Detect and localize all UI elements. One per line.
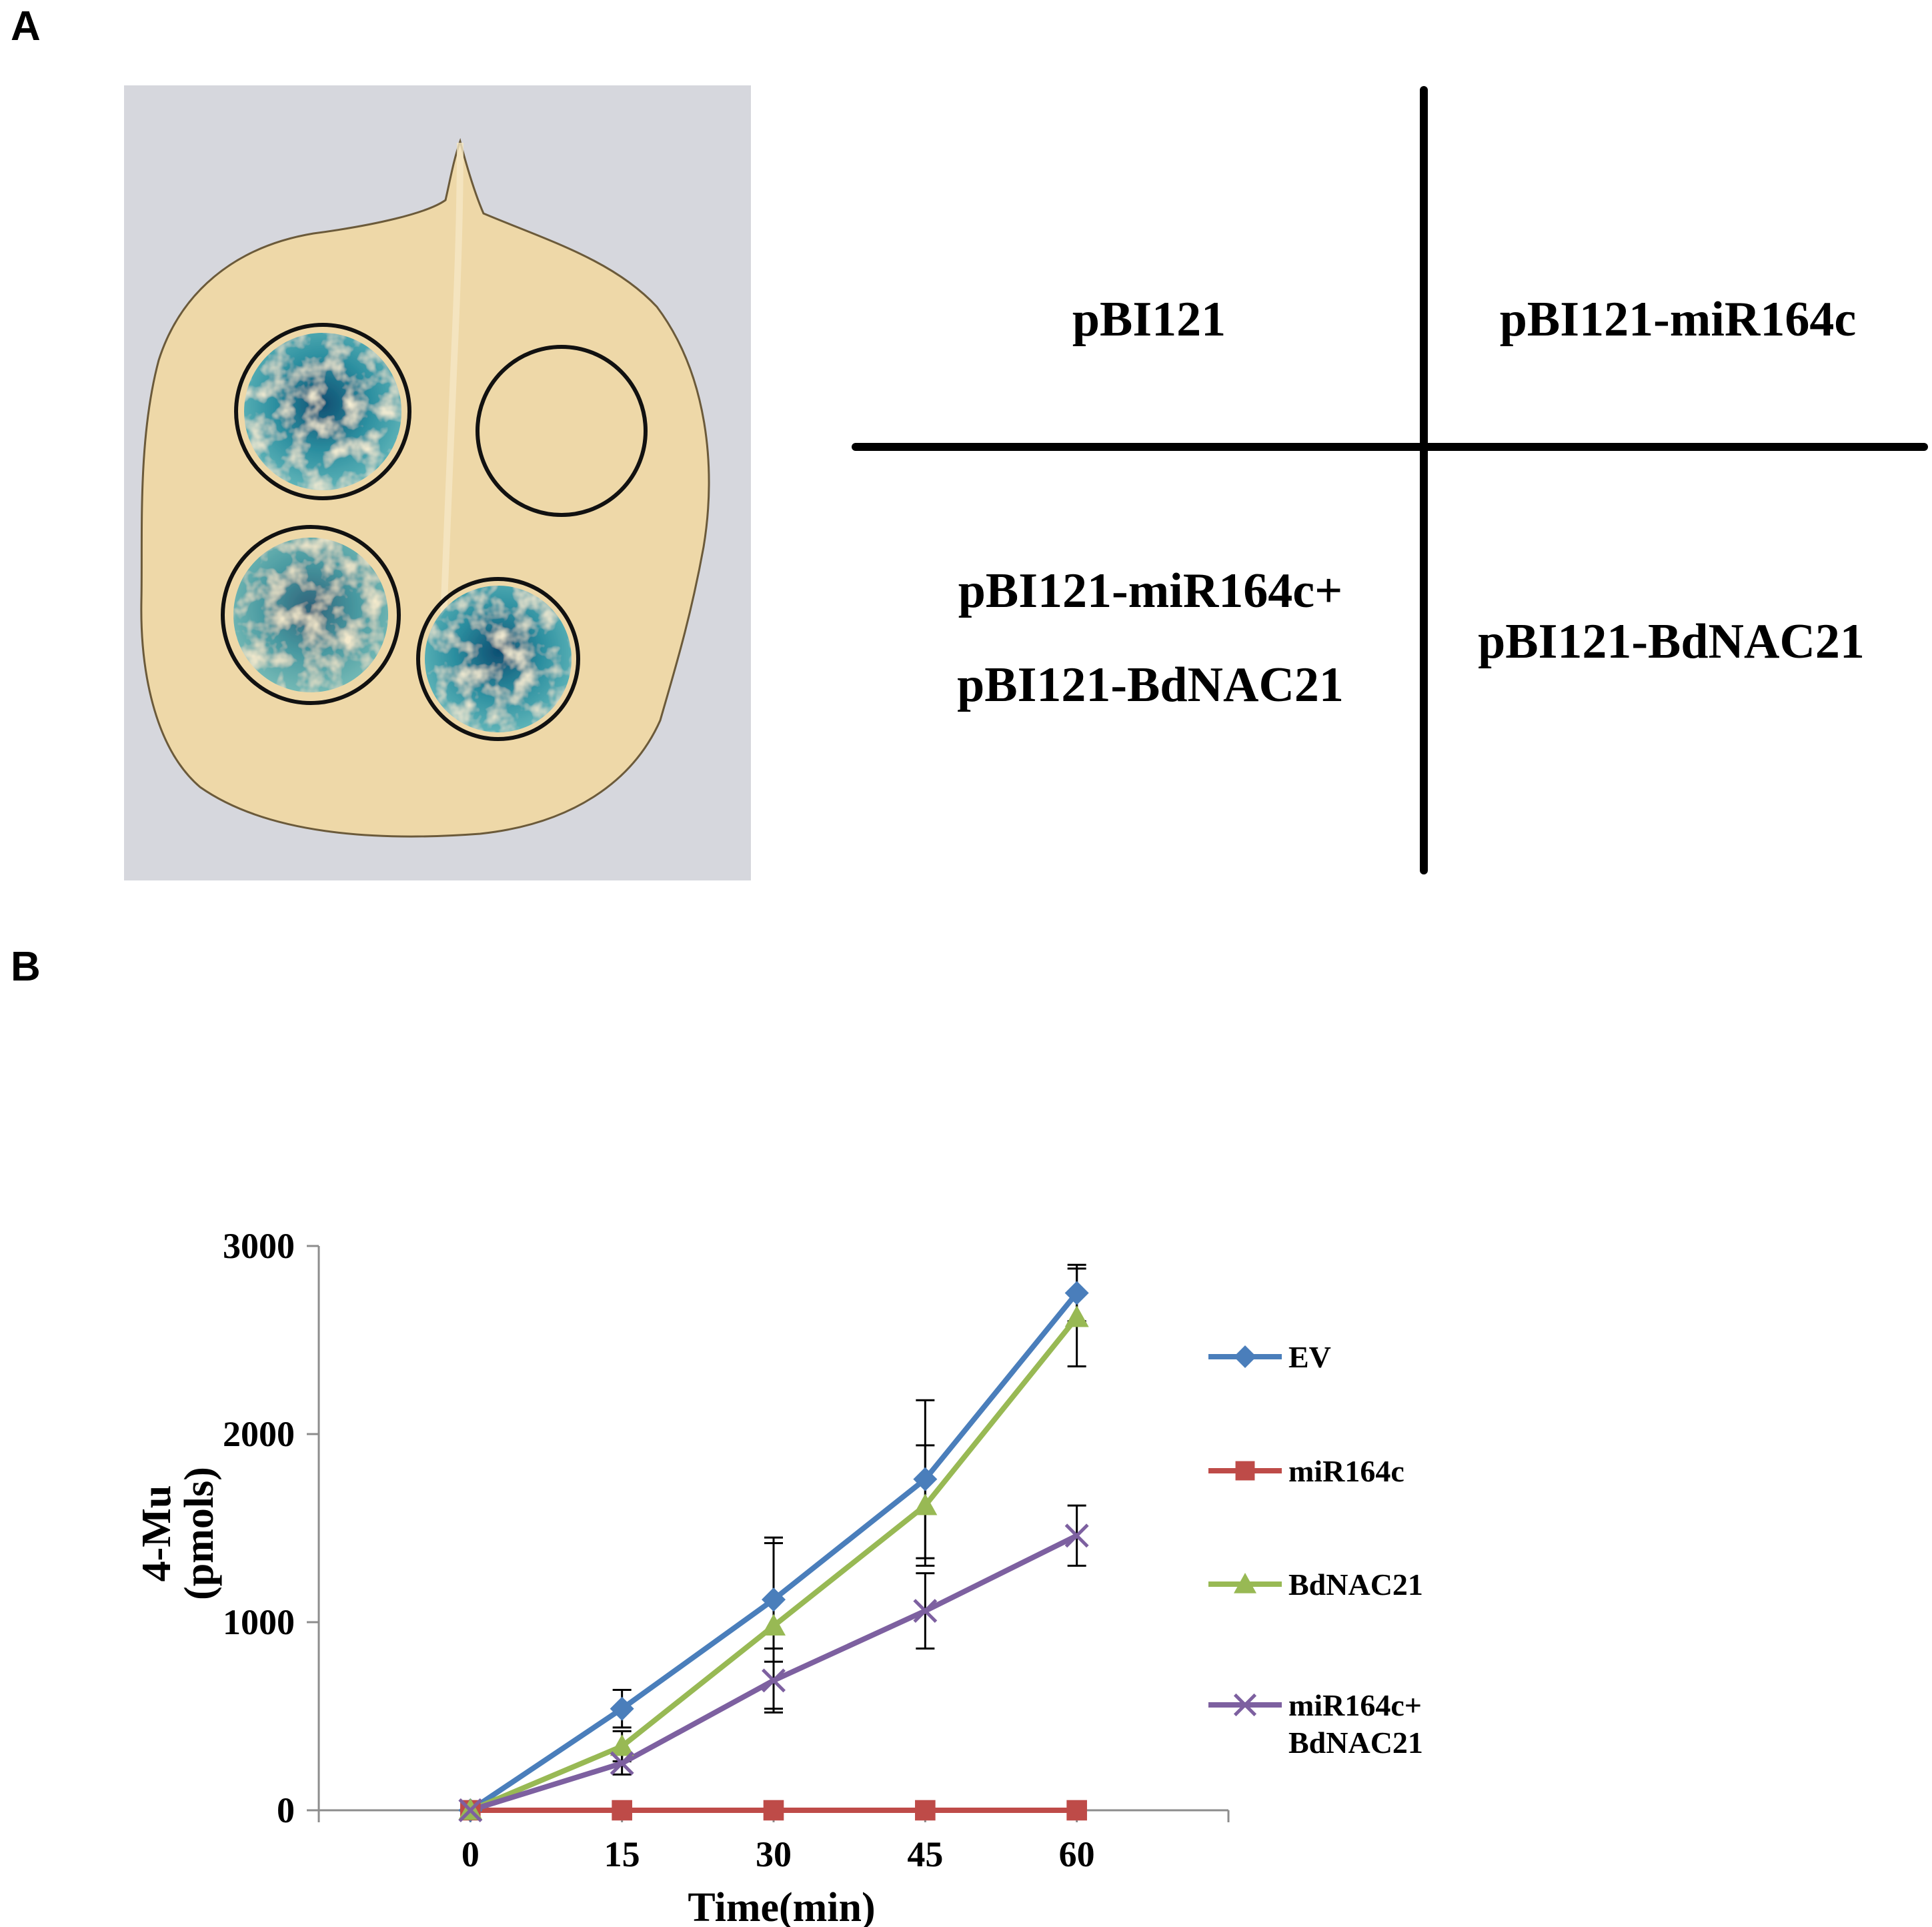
- data-point-mir164c: [458, 1798, 483, 1822]
- spot-bottom-left: [221, 525, 401, 705]
- data-point-mir164c: [763, 1800, 784, 1821]
- label-top-right: pBI121-miR164c: [1500, 292, 1856, 347]
- y-axis-title-line1: 4-Mu: [134, 1485, 179, 1582]
- x-tick-label: 30: [756, 1834, 792, 1874]
- layout-grid: pBI121 pBI121-miR164c pBI121-miR164c+ pB…: [852, 86, 1928, 874]
- leaf-photo: [124, 85, 751, 880]
- series-markers: [458, 1281, 1089, 1822]
- data-point-bdnac21: [762, 1614, 786, 1636]
- leaf-midrib: [438, 142, 463, 668]
- legend-label-mir164c: miR164c+: [1288, 1688, 1422, 1722]
- data-point-bdnac21: [610, 1734, 634, 1756]
- data-point-mir164c: [913, 1599, 938, 1624]
- y-tick-label: 3000: [223, 1226, 295, 1266]
- data-point-mir164c: [915, 1800, 936, 1821]
- legend-label-mir164c-line2: BdNAC21: [1288, 1726, 1423, 1760]
- legend-marker-ev: [1234, 1345, 1256, 1368]
- data-point-ev: [762, 1587, 786, 1612]
- y-axis-title: 4-Mu (pmols): [134, 1467, 222, 1600]
- label-bottom-left-line2: pBI121-BdNAC21: [957, 658, 1344, 712]
- label-top-left: pBI121: [1072, 292, 1226, 347]
- x-axis-title: Time(min): [688, 1885, 875, 1927]
- legend-label-mir164c: miR164c: [1288, 1454, 1404, 1488]
- legend-marker-mir164c: [1235, 1461, 1255, 1481]
- x-tick-label: 0: [461, 1834, 479, 1874]
- x-tick-label: 15: [604, 1834, 640, 1874]
- line-chart: 0 1000 2000 3000 0 15 30 45 60 Time(min) 4-Mu (p…: [134, 1226, 1423, 1927]
- legend-label-bdnac21: BdNAC21: [1288, 1567, 1423, 1601]
- data-point-ev: [610, 1696, 634, 1721]
- data-point-mir164c: [610, 1751, 634, 1776]
- y-tick-label: 1000: [223, 1602, 295, 1642]
- data-point-mir164c: [612, 1800, 632, 1821]
- x-tick-label: 45: [907, 1834, 943, 1874]
- legend-marker-bdnac21: [1234, 1573, 1256, 1593]
- y-axis-title-line2: (pmols): [177, 1467, 222, 1600]
- spot-top-left: [234, 323, 411, 500]
- data-point-mir164c: [1064, 1523, 1089, 1548]
- data-point-mir164c: [1066, 1800, 1087, 1821]
- y-tick-label: 2000: [223, 1414, 295, 1454]
- tick-labels: 0 1000 2000 3000 0 15 30 45 60: [223, 1226, 1095, 1874]
- data-point-ev: [1064, 1281, 1089, 1305]
- chart-axes: [307, 1245, 1230, 1822]
- spot-bottom-right: [416, 577, 580, 741]
- data-point-bdnac21: [1064, 1305, 1089, 1327]
- legend-label-ev: EV: [1288, 1340, 1331, 1374]
- label-bottom-left-line1: pBI121-miR164c+: [958, 564, 1343, 618]
- panel-a-letter: A: [11, 3, 41, 49]
- spot-top-right: [475, 345, 648, 517]
- legend-marker-mir164c: [1233, 1693, 1257, 1717]
- x-tick-label: 60: [1059, 1834, 1095, 1874]
- panel-b-letter: B: [11, 944, 41, 990]
- data-point-ev: [913, 1467, 938, 1491]
- data-point-bdnac21: [913, 1493, 938, 1515]
- label-bottom-right: pBI121-BdNAC21: [1478, 614, 1865, 669]
- y-tick-label: 0: [277, 1790, 295, 1830]
- data-point-mir164c: [762, 1668, 786, 1693]
